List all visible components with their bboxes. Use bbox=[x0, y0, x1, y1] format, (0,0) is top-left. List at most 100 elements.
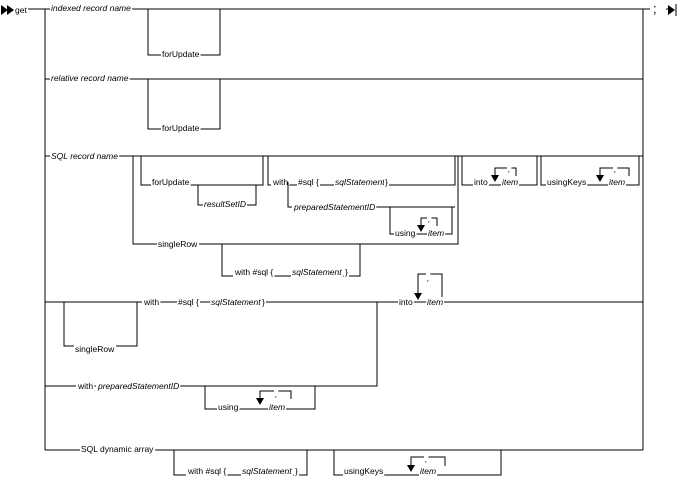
branch-prepared: with preparedStatementID using , item bbox=[45, 302, 378, 412]
label-backdrop bbox=[203, 199, 248, 209]
comma-separator: , bbox=[275, 389, 277, 399]
branch-with-sql: singleRow with #sql { sqlStatement } int… bbox=[45, 273, 643, 354]
label-backdrop bbox=[274, 389, 279, 399]
label-backdrop bbox=[96, 381, 181, 391]
for-update-label: forUpdate bbox=[162, 123, 200, 133]
sql-statement-param: sqlStatement bbox=[335, 177, 385, 187]
with-label: with bbox=[272, 177, 288, 187]
with-label: with bbox=[77, 381, 93, 391]
label-backdrop bbox=[384, 177, 389, 187]
label-backdrop bbox=[268, 402, 287, 412]
branch-indexed: indexed record name forUpdate bbox=[50, 3, 221, 59]
using-keys-loop bbox=[333, 450, 502, 476]
label-backdrop bbox=[161, 123, 201, 133]
label-backdrop bbox=[50, 151, 120, 161]
repeat-arrow-icon bbox=[417, 225, 425, 232]
item-param: item bbox=[269, 402, 285, 412]
prepared-statement-id-param: preparedStatementID bbox=[97, 381, 179, 391]
label-backdrop bbox=[14, 5, 29, 15]
label-backdrop bbox=[50, 3, 133, 13]
label-backdrop bbox=[151, 177, 191, 187]
comma-separator: , bbox=[425, 454, 427, 464]
label-backdrop bbox=[50, 73, 130, 83]
single-row-with-label: with #sql { bbox=[234, 267, 273, 277]
indexed-record-name: indexed record name bbox=[51, 3, 131, 13]
label-backdrop bbox=[157, 239, 200, 249]
close-brace: } bbox=[262, 297, 265, 307]
for-update-loop bbox=[140, 156, 264, 186]
for-update-label: forUpdate bbox=[152, 177, 190, 187]
branch-relative: relative record name forUpdate bbox=[45, 73, 643, 133]
optional-loop bbox=[147, 79, 221, 130]
label-backdrop bbox=[419, 466, 438, 476]
label-backdrop bbox=[473, 177, 489, 187]
end-arrow-icon bbox=[668, 5, 675, 15]
using-keys-loop bbox=[540, 156, 640, 186]
label-backdrop bbox=[294, 466, 299, 476]
sql-open: #sql { bbox=[178, 297, 199, 307]
label-backdrop bbox=[186, 466, 228, 476]
with-label: with bbox=[143, 297, 159, 307]
result-set-id-param: resultSetID bbox=[204, 199, 246, 209]
repeat-arrow-icon bbox=[407, 465, 415, 472]
label-backdrop bbox=[608, 177, 627, 187]
label-backdrop bbox=[271, 177, 290, 187]
label-backdrop bbox=[501, 177, 520, 187]
with-sql-loop bbox=[173, 450, 308, 476]
label-backdrop bbox=[426, 297, 445, 307]
single-row-label: singleRow bbox=[158, 239, 198, 249]
item-param: item bbox=[609, 177, 625, 187]
item-param: item bbox=[420, 466, 436, 476]
label-backdrop bbox=[74, 344, 117, 354]
label-backdrop bbox=[80, 444, 156, 454]
label-backdrop bbox=[394, 228, 417, 238]
label-backdrop bbox=[291, 267, 344, 277]
label-backdrop bbox=[241, 466, 294, 476]
sql-statement-param: sqlStatement bbox=[211, 297, 261, 307]
close-brace: } bbox=[345, 267, 348, 277]
statement-terminator: ; bbox=[653, 1, 657, 16]
item-param: item bbox=[428, 228, 444, 238]
single-row-path bbox=[132, 156, 459, 245]
sql-statement-param: sqlStatement bbox=[242, 466, 292, 476]
label-backdrop bbox=[507, 164, 512, 174]
label-backdrop bbox=[297, 177, 320, 187]
using-keys-label: usingKeys bbox=[547, 177, 586, 187]
into-label: into bbox=[474, 177, 488, 187]
label-backdrop bbox=[398, 297, 414, 307]
keyword-get: get bbox=[15, 5, 27, 15]
comma-separator: , bbox=[428, 214, 430, 224]
start-arrow-icon bbox=[1, 5, 8, 15]
repeat-arrow-icon bbox=[414, 293, 422, 300]
label-backdrop bbox=[426, 273, 431, 283]
label-backdrop bbox=[546, 177, 588, 187]
label-backdrop bbox=[76, 381, 95, 391]
using-loop bbox=[204, 386, 316, 410]
comma-separator: , bbox=[508, 164, 510, 174]
label-backdrop bbox=[292, 202, 377, 212]
label-backdrop bbox=[142, 297, 161, 307]
single-row-label: singleRow bbox=[75, 344, 115, 354]
with-sql-label: with #sql { bbox=[187, 466, 226, 476]
into-label: into bbox=[399, 297, 413, 307]
label-backdrop bbox=[233, 267, 275, 277]
label-backdrop bbox=[177, 297, 200, 307]
close-brace: } bbox=[385, 177, 388, 187]
prepared-path bbox=[287, 182, 455, 208]
sql-statement-param: sqlStatement bbox=[292, 267, 342, 277]
repeat-arrow-icon bbox=[596, 175, 604, 182]
sql-dynamic-array-label: SQL dynamic array bbox=[81, 444, 154, 454]
single-row-loop bbox=[63, 302, 138, 347]
start-arrow-icon bbox=[7, 5, 14, 15]
label-backdrop bbox=[613, 164, 618, 174]
using-label: using bbox=[218, 402, 239, 412]
label-backdrop bbox=[343, 466, 385, 476]
for-update-label: forUpdate bbox=[162, 49, 200, 59]
label-backdrop bbox=[427, 228, 446, 238]
item-param: item bbox=[502, 177, 518, 187]
using-keys-label: usingKeys bbox=[344, 466, 383, 476]
repeat-arrow-icon bbox=[491, 175, 499, 182]
label-backdrop bbox=[652, 1, 658, 16]
using-label: using bbox=[395, 228, 416, 238]
